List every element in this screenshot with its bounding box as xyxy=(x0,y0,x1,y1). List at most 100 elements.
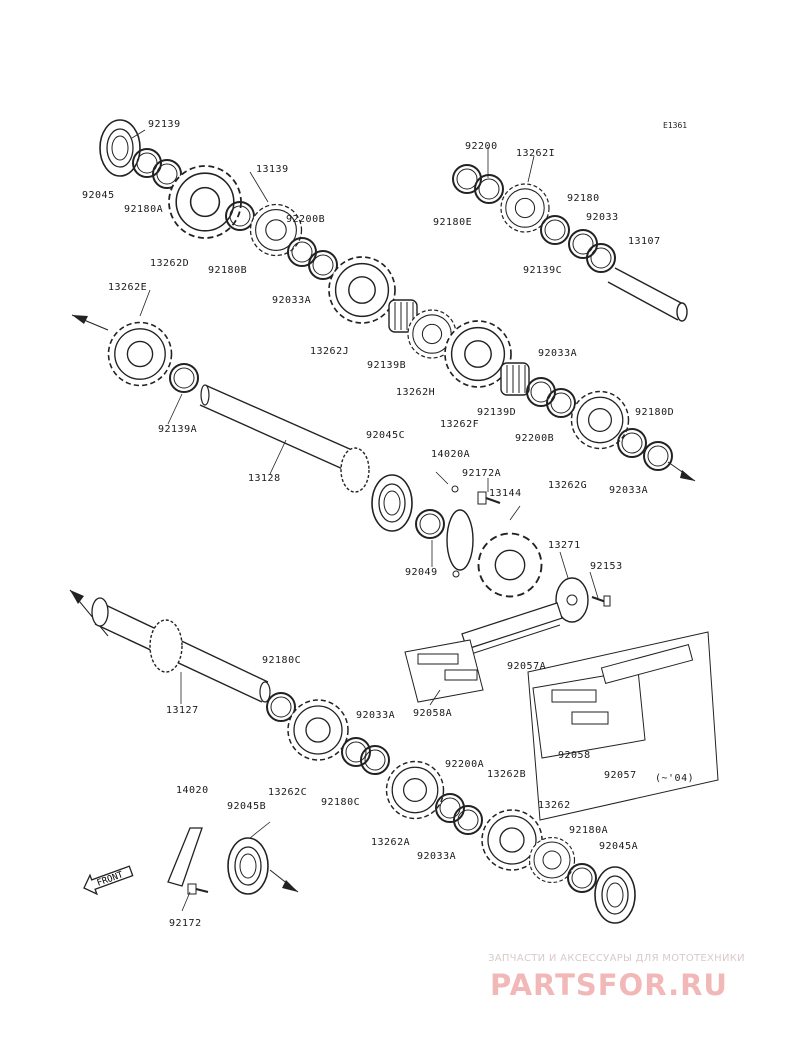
plate-14020 xyxy=(167,827,203,887)
part-label-p43: (~'04) xyxy=(655,773,695,784)
part-label-p49: 13262B xyxy=(487,769,527,780)
bolt-92172A xyxy=(477,491,501,505)
circlip-92033 xyxy=(586,243,616,273)
bolt-92153 xyxy=(591,595,611,607)
part-label-p32: 92033A xyxy=(609,485,649,496)
part-label-p19: 92033A xyxy=(538,348,578,359)
part-label-p41: 92058 xyxy=(558,750,591,761)
diagram-id: E1361 xyxy=(663,121,688,130)
part-label-p35: 92153 xyxy=(590,561,623,572)
part-label-p33: 13271 xyxy=(548,540,581,551)
shaft-13107 xyxy=(607,267,688,322)
part-label-p40: 92033A xyxy=(356,710,396,721)
countershaft-assembly xyxy=(71,314,611,623)
washer-92200A xyxy=(453,805,483,835)
part-label-p24: 13262F xyxy=(440,419,480,430)
part-label-p02: 92045 xyxy=(82,190,115,201)
part-label-p46: 13262C xyxy=(268,787,308,798)
cover-13271 xyxy=(555,577,589,623)
plate-14020A xyxy=(446,485,474,578)
part-label-p20: 13262H xyxy=(396,387,436,398)
bearing-92045A xyxy=(594,866,636,924)
washer-92180 xyxy=(568,229,598,259)
bushing-92139C xyxy=(540,215,570,245)
part-label-p29: 92172A xyxy=(462,468,502,479)
bushing-92139A xyxy=(169,363,199,393)
washer-92200B xyxy=(287,237,317,267)
part-label-p09: 92200 xyxy=(465,141,498,152)
part-label-p44: 14020 xyxy=(176,785,209,796)
part-label-p26: 92045C xyxy=(366,430,406,441)
part-label-p18: 92139B xyxy=(367,360,407,371)
arrow-head xyxy=(70,590,84,604)
part-label-p30: 13144 xyxy=(489,488,522,499)
sprocket-13144 xyxy=(477,532,543,598)
part-label-p12: 92180 xyxy=(567,193,600,204)
part-label-p45: 92045B xyxy=(227,801,267,812)
part-label-p04: 13139 xyxy=(256,164,289,175)
part-label-p14: 13107 xyxy=(628,236,661,247)
part-label-p13: 92033 xyxy=(586,212,619,223)
watermark-logo: PARTSFOR.RU xyxy=(490,968,728,1002)
circlip-92033A-c xyxy=(643,441,673,471)
circlip-92200 xyxy=(474,174,504,204)
upper-gear-train xyxy=(99,119,696,482)
part-label-p21: 92139A xyxy=(158,424,198,435)
part-label-p06: 13262D xyxy=(150,258,190,269)
bolt-92172 xyxy=(187,883,209,895)
needle-bearing-92139D xyxy=(500,362,530,396)
gear-13139 xyxy=(249,203,303,257)
part-label-p25: 92200B xyxy=(515,433,555,444)
gear-13262A xyxy=(385,760,445,820)
gear-13262E xyxy=(107,321,173,387)
part-label-p34: 92049 xyxy=(405,567,438,578)
part-label-p48: 92200A xyxy=(445,759,485,770)
front-arrow-icon: FRONT xyxy=(83,865,134,896)
part-label-p05: 92200B xyxy=(286,214,326,225)
part-label-p36: 92057A xyxy=(507,661,547,672)
part-label-p23: 92180D xyxy=(635,407,675,418)
part-label-p22: 92139D xyxy=(477,407,517,418)
leader-lines xyxy=(131,129,599,912)
part-label-p38: 92058A xyxy=(413,708,453,719)
part-label-p01: 92139 xyxy=(148,119,181,130)
washer-92200B-b xyxy=(546,388,576,418)
part-label-p11: 92180E xyxy=(433,217,473,228)
part-label-p39: 13127 xyxy=(166,705,199,716)
part-label-p28: 14020A xyxy=(431,449,471,460)
part-label-p03: 92180A xyxy=(124,204,164,215)
part-label-p08: 92033A xyxy=(272,295,312,306)
part-label-p37: 92180C xyxy=(262,655,302,666)
part-label-p10: 13262I xyxy=(516,148,556,159)
bearing-92045B xyxy=(227,837,269,895)
watermark-tagline: ЗАПЧАСТИ И АКСЕССУАРЫ ДЛЯ МОТОТЕХНИКИ xyxy=(488,953,745,964)
drive-chain-92057A xyxy=(461,602,563,656)
part-label-p51: 13262A xyxy=(371,837,411,848)
washer-92180B xyxy=(225,201,255,231)
chain-kit-box xyxy=(527,631,719,821)
part-label-p31: 13262G xyxy=(548,480,588,491)
part-label-p53: 92180A xyxy=(569,825,609,836)
gear-13262J xyxy=(328,256,396,324)
part-label-p15: 92139C xyxy=(523,265,563,276)
part-label-p54: 92045A xyxy=(599,841,639,852)
washer-92180D xyxy=(617,428,647,458)
circlip-92033A-d xyxy=(360,745,390,775)
washer-92180E xyxy=(452,164,482,194)
part-label-p50: 13262 xyxy=(538,800,571,811)
part-label-p16: 13262E xyxy=(108,282,148,293)
part-label-p17: 13262J xyxy=(310,346,350,357)
gear-13262C xyxy=(287,699,349,761)
part-label-p55: 92172 xyxy=(169,918,202,929)
gear-13262G xyxy=(570,390,630,450)
arrow-head xyxy=(680,470,695,481)
arrow-head xyxy=(282,880,298,892)
chain-joint-92058A xyxy=(404,639,484,703)
part-label-p42: 92057 xyxy=(604,770,637,781)
circlip-92180A-b xyxy=(567,863,597,893)
part-label-p07: 92180B xyxy=(208,265,248,276)
mainshaft-assembly xyxy=(69,589,636,924)
arrow-head xyxy=(72,315,88,324)
oil-seal-92049 xyxy=(415,509,445,539)
